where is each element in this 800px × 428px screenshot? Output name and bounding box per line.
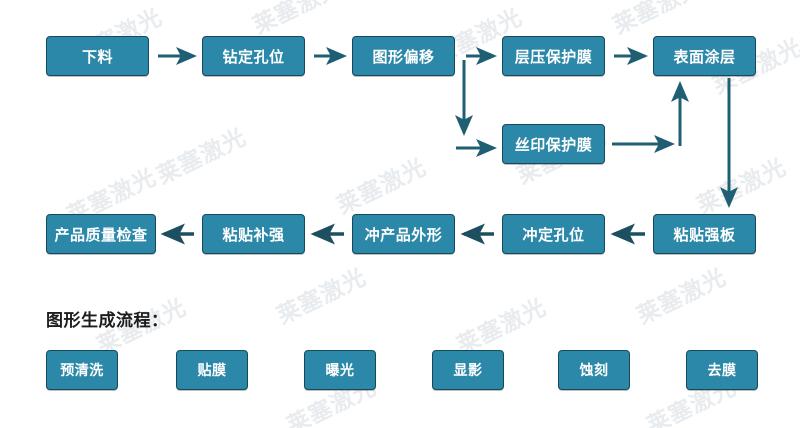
process-node-图形偏移[interactable]: 图形偏移 [352,36,455,76]
process-node-钻定孔位[interactable]: 钻定孔位 [202,36,305,76]
watermark-text: 莱塞激光 [273,264,371,330]
process-node-表面涂层[interactable]: 表面涂层 [653,36,756,76]
watermark-text: 莱塞激光 [153,124,251,190]
pattern-generation-caption: 图形生成流程： [46,311,169,331]
watermark-text: 莱塞激光 [609,0,707,40]
process-node-预清洗[interactable]: 预清洗 [46,350,118,390]
watermark-text: 莱塞激光 [693,154,791,220]
process-node-贴膜[interactable]: 贴膜 [176,350,248,390]
process-node-层压保护膜[interactable]: 层压保护膜 [502,36,605,76]
process-node-粘贴强板[interactable]: 粘贴强板 [653,214,756,254]
process-node-产品质量检查[interactable]: 产品质量检查 [46,214,156,254]
process-node-冲定孔位[interactable]: 冲定孔位 [502,214,605,254]
process-node-丝印保护膜[interactable]: 丝印保护膜 [502,124,605,164]
process-node-去膜[interactable]: 去膜 [686,350,758,390]
process-node-下料[interactable]: 下料 [46,36,149,76]
process-node-曝光[interactable]: 曝光 [304,350,376,390]
process-node-显影[interactable]: 显影 [432,350,504,390]
process-node-蚀刻[interactable]: 蚀刻 [558,350,630,390]
watermark-text: 莱塞激光 [333,154,431,220]
process-node-冲产品外形[interactable]: 冲产品外形 [352,214,455,254]
watermark-text: 莱塞激光 [249,0,347,40]
process-node-粘贴补强[interactable]: 粘贴补强 [202,214,305,254]
watermark-text: 莱塞激光 [633,264,731,330]
